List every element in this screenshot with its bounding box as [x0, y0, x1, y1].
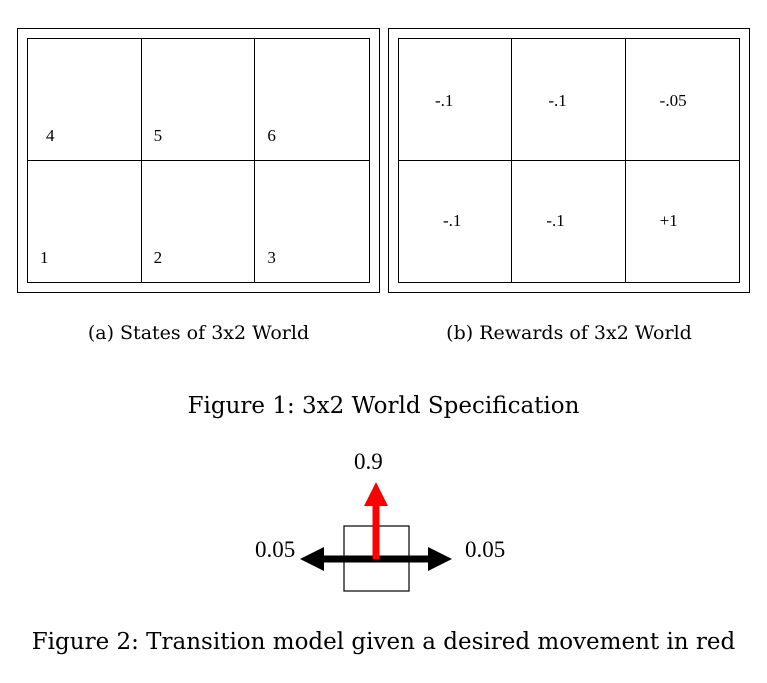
state-label: 3: [267, 248, 276, 267]
prob-up-label: 0.9: [354, 449, 383, 474]
state-label: 2: [153, 248, 163, 267]
states-panel-frame: [17, 28, 380, 293]
transition-diagram: [300, 482, 452, 592]
reward-cell: -.1: [399, 160, 513, 282]
reward-cell: -.05: [625, 39, 739, 161]
figure2-caption: Figure 2: Transition model given a desir…: [31, 629, 736, 655]
state-cell: 3: [255, 161, 369, 283]
reward-cell: +1: [626, 161, 739, 283]
prob-right-label: 0.05: [465, 537, 506, 562]
state-cell: 4: [28, 39, 142, 161]
up-arrow-icon: [364, 482, 388, 559]
reward-label: -.1: [546, 210, 565, 230]
reward-label: -.1: [435, 91, 454, 110]
rewards-grid: -.1 -.1 -.05 -.1 -.1 +1: [398, 38, 740, 283]
reward-label: +1: [659, 210, 678, 230]
reward-cell: -.1: [399, 39, 513, 161]
left-arrow-icon: [300, 547, 376, 571]
state-cell: 1: [28, 160, 142, 282]
state-label: 6: [267, 125, 276, 145]
reward-label: -.05: [659, 91, 687, 110]
state-label: 4: [46, 125, 55, 145]
reward-label: -.1: [548, 91, 567, 110]
figure1-caption: Figure 1: 3x2 World Specification: [187, 393, 580, 419]
states-grid: 4 5 6 1 2 3: [27, 38, 370, 283]
state-label: 1: [40, 248, 49, 267]
rewards-caption: (b) Rewards of 3x2 World: [446, 322, 692, 344]
reward-label: -.1: [443, 210, 462, 230]
right-arrow-icon: [376, 547, 452, 571]
state-cell: 5: [141, 39, 256, 161]
states-caption: (a) States of 3x2 World: [87, 322, 310, 344]
state-cell: 2: [142, 160, 256, 282]
reward-cell: -.1: [512, 39, 626, 161]
rewards-panel-frame: [388, 28, 750, 293]
reward-cell: -.1: [512, 160, 626, 282]
state-cell: 6: [255, 39, 369, 161]
state-label: 5: [153, 125, 163, 145]
prob-left-label: 0.05: [255, 537, 296, 562]
